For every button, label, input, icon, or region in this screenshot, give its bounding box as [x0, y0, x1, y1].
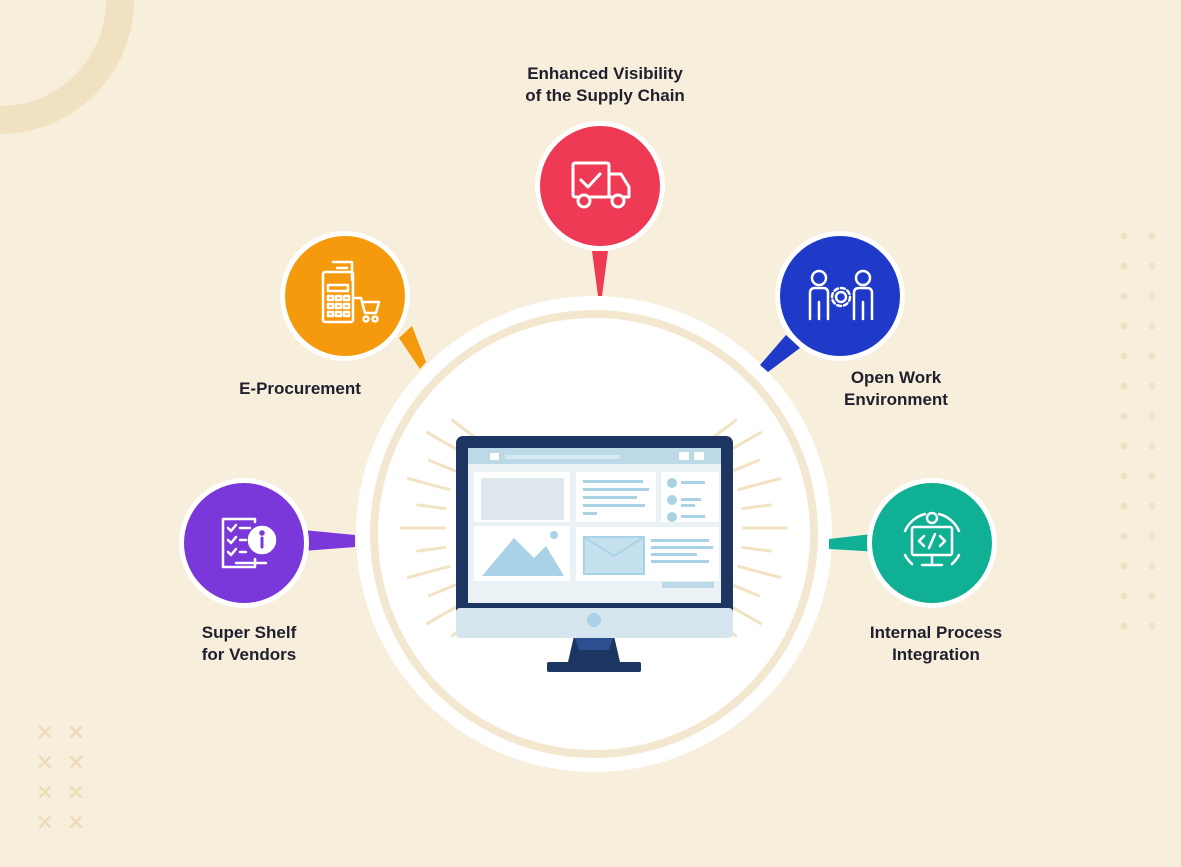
- decor-dot: [1120, 442, 1128, 450]
- decor-dot: [1120, 412, 1128, 420]
- decor-dot: [1148, 442, 1156, 450]
- decor-ray: [731, 583, 761, 598]
- decor-dot-grid: [1120, 232, 1156, 630]
- decor-x-mark: [38, 815, 52, 829]
- decor-dot: [1120, 232, 1128, 240]
- decor-x-mark: [69, 785, 83, 799]
- decor-dot: [1120, 622, 1128, 630]
- decor-x-mark: [38, 755, 52, 769]
- decor-dot: [1120, 592, 1128, 600]
- label-super-shelf: Super Shelf for Vendors: [201, 623, 297, 664]
- decor-x-mark: [38, 725, 52, 739]
- decor-arc: [0, 0, 134, 134]
- decor-dot: [1120, 562, 1128, 570]
- decor-dot: [1148, 562, 1156, 570]
- decor-ray: [416, 503, 447, 511]
- decor-dot: [1148, 292, 1156, 300]
- decor-dot: [1148, 262, 1156, 270]
- decor-ray: [427, 458, 457, 473]
- decor-dot: [1148, 592, 1156, 600]
- decor-dot: [1148, 232, 1156, 240]
- decor-ray: [406, 565, 451, 579]
- team-collaboration-icon: [808, 269, 874, 321]
- decor-dot: [1120, 322, 1128, 330]
- feature-node-internal-process: [829, 478, 997, 608]
- decor-ray: [737, 565, 782, 579]
- decor-ray: [737, 477, 782, 491]
- decor-dot: [1148, 502, 1156, 510]
- label-internal-process: Internal Process Integration: [869, 623, 1003, 664]
- label-supply-chain: Enhanced Visibility of the Supply Chain: [525, 64, 685, 105]
- decor-ray: [406, 477, 451, 491]
- decor-dot: [1120, 262, 1128, 270]
- feature-node-supply-chain: [535, 121, 665, 296]
- decor-ray: [416, 545, 447, 553]
- decor-dot: [1148, 382, 1156, 390]
- code-monitor-icon: [903, 511, 961, 567]
- decor-x-mark: [69, 815, 83, 829]
- decor-ray: [450, 418, 477, 439]
- decor-dot: [1148, 532, 1156, 540]
- decor-ray: [741, 503, 772, 511]
- desktop-monitor-icon: [456, 436, 733, 672]
- decor-dot: [1148, 352, 1156, 360]
- label-open-work: Open Work Environment: [844, 368, 948, 409]
- decor-dot: [1120, 502, 1128, 510]
- decor-dot: [1120, 532, 1128, 540]
- decor-x-mark: [38, 785, 52, 799]
- label-e-procurement: E-Procurement: [239, 379, 361, 398]
- decor-dot: [1120, 382, 1128, 390]
- decor-x-mark: [69, 755, 83, 769]
- decor-ray: [427, 583, 457, 598]
- decor-ray: [731, 458, 761, 473]
- decor-x-grid: [38, 725, 83, 829]
- decor-dot: [1120, 292, 1128, 300]
- decor-dot: [1148, 412, 1156, 420]
- checklist-info-icon: [221, 517, 277, 569]
- billing-cart-icon: [321, 260, 381, 324]
- decor-ray: [711, 418, 738, 439]
- decor-dot: [1148, 472, 1156, 480]
- decor-dot: [1120, 352, 1128, 360]
- feature-node-e-procurement: [280, 231, 426, 369]
- decor-x-mark: [69, 725, 83, 739]
- decor-dot: [1148, 322, 1156, 330]
- feature-node-super-shelf: [179, 478, 355, 608]
- delivery-truck-icon: [571, 161, 631, 209]
- feature-node-open-work: [760, 231, 905, 372]
- decor-dot: [1148, 622, 1156, 630]
- decor-ray: [741, 545, 772, 553]
- decor-dot: [1120, 472, 1128, 480]
